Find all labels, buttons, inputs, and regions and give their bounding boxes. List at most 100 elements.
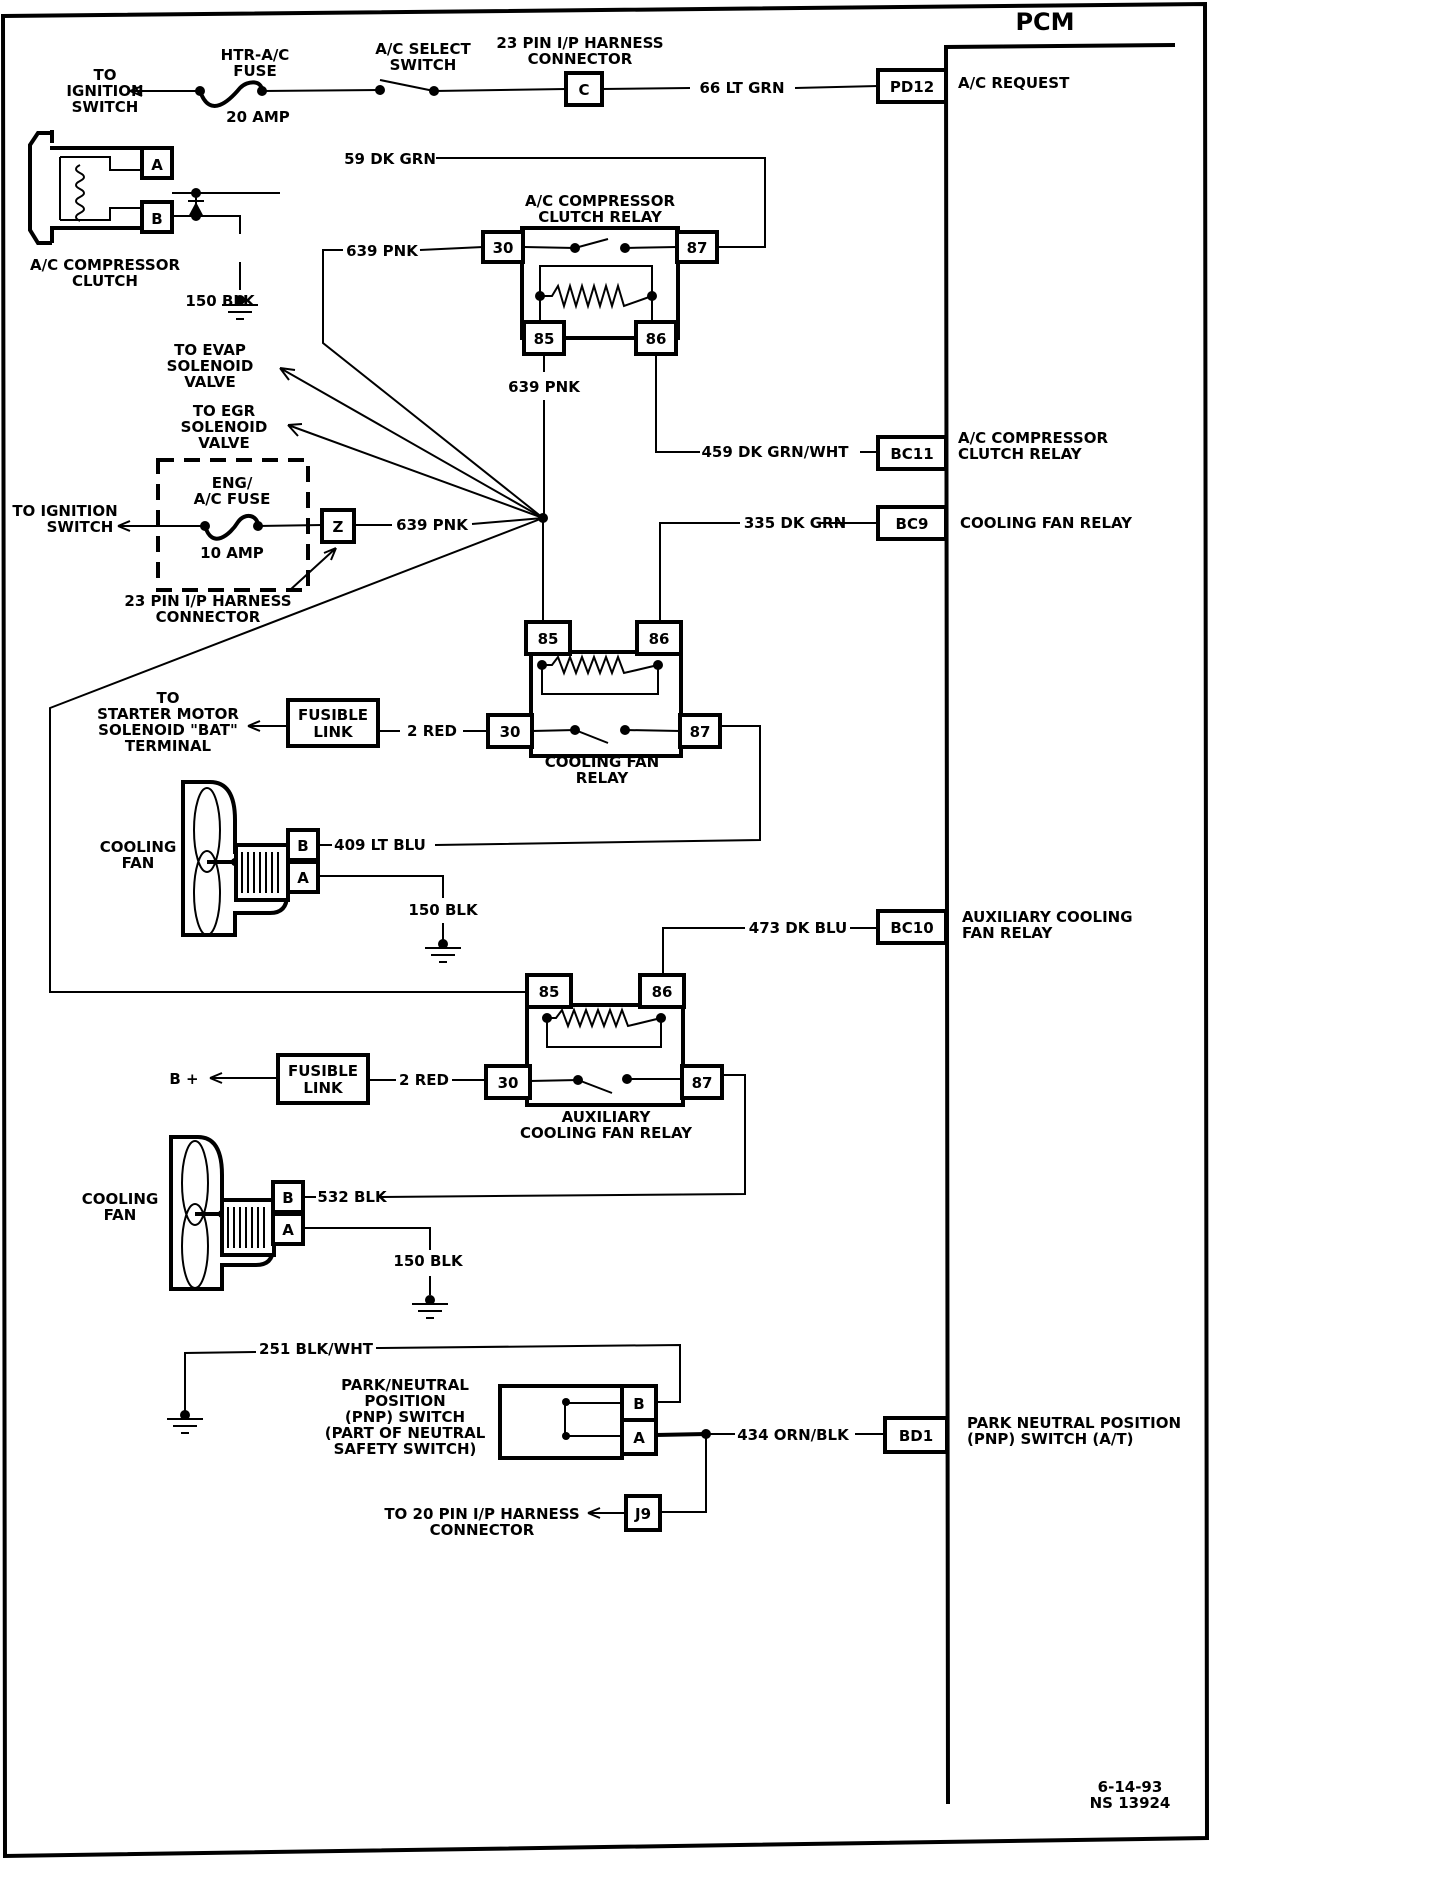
cooling-fan-relay: 335 DK GRN 85 86 30 87 COOLING FAN RELAY…	[97, 514, 878, 846]
wire	[303, 1227, 431, 1250]
label-text: LINK	[313, 723, 354, 741]
label-text: IGNITION	[66, 82, 143, 100]
label-text: SOLENOID	[181, 418, 268, 436]
junction-dot	[656, 1013, 666, 1023]
label-text: TO IGNITION	[12, 502, 117, 520]
junction-dot	[235, 295, 245, 305]
fuse-icon	[195, 80, 267, 108]
terminal-box	[680, 1064, 724, 1100]
pcm-module: PCM PD12 A/C REQUEST BC11 A/C COMPRESSOR…	[876, 8, 1181, 1805]
label-text: B	[151, 210, 162, 228]
label-text: 87	[692, 1074, 713, 1092]
label-text: COOLING	[100, 838, 177, 856]
pcm-pin-label: A/C REQUEST	[958, 74, 1070, 92]
pcm-pin-label: PARK NEUTRAL POSITION	[967, 1414, 1181, 1432]
label-text: 59 DK GRN	[344, 150, 436, 168]
terminal-box	[286, 698, 380, 748]
label-text: 473 DK BLU	[749, 919, 847, 937]
junction-dot	[570, 243, 580, 253]
motor-icon	[234, 843, 290, 902]
label-text: BC10	[890, 919, 933, 937]
terminal-box	[638, 973, 686, 1009]
label-text: AUXILIARY	[562, 1108, 652, 1126]
wire	[50, 146, 145, 230]
arrow-icon	[289, 547, 337, 591]
wire	[433, 88, 567, 92]
label-text: TO EGR	[193, 402, 256, 420]
junction-dot	[622, 1074, 632, 1084]
connector-c	[564, 71, 604, 107]
label-text: TO	[94, 66, 117, 84]
terminal-box	[286, 860, 320, 894]
label-text: 66 LT GRN	[699, 79, 784, 97]
label-text: CONNECTOR	[528, 50, 633, 68]
wire	[227, 1207, 265, 1248]
label-text: 335 DK GRN	[744, 514, 846, 532]
wire	[49, 517, 544, 993]
label-text: 30	[498, 1074, 519, 1092]
terminal-box	[522, 320, 566, 356]
switch-icon	[375, 79, 439, 96]
label-text: COOLING	[82, 1190, 159, 1208]
pcm-pin-bc11: BC11 A/C COMPRESSOR CLUTCH RELAY	[876, 429, 1108, 471]
wire	[241, 852, 279, 893]
label-text: 86	[646, 330, 667, 348]
wire	[794, 85, 879, 89]
label-text: SOLENOID	[167, 357, 254, 375]
label-text: LINK	[303, 1079, 344, 1097]
label-text: 30	[493, 239, 514, 257]
junction-dot	[542, 1013, 552, 1023]
label-text: (PART OF NEUTRAL	[325, 1424, 486, 1442]
pcm-pin-label: AUXILIARY COOLING	[962, 908, 1133, 926]
label-text: STARTER MOTOR	[97, 705, 239, 723]
wire	[601, 87, 691, 90]
wire	[222, 304, 258, 320]
label-text: 639 PNK	[346, 242, 419, 260]
wire	[436, 157, 766, 248]
terminal-box	[876, 909, 948, 945]
label-text: VALVE	[184, 373, 236, 391]
label-text: 2 RED	[407, 722, 457, 740]
junction-dot	[573, 1075, 583, 1085]
cooling-fan-1: COOLING FAN B A 409 LT BLU 150 BLK	[100, 780, 479, 963]
label-text: TERMINAL	[125, 737, 212, 755]
pcm-pin-pd12: PD12 A/C REQUEST	[876, 68, 1070, 104]
label-text: J9	[634, 1505, 651, 1523]
drawing-footer: 6-14-93 NS 13924	[1090, 1778, 1171, 1812]
label-text: VALVE	[198, 434, 250, 452]
label-text: A/C COMPRESSOR	[525, 192, 675, 210]
label-text: ENG/	[212, 474, 253, 492]
label-text: 150 BLK	[185, 292, 256, 310]
label-text: HTR-A/C	[221, 46, 290, 64]
coil-icon	[541, 654, 659, 695]
coil-icon	[75, 164, 85, 222]
label-text: 251 BLK/WHT	[259, 1340, 374, 1358]
label-text: A	[151, 156, 163, 174]
label-text: B	[282, 1189, 293, 1207]
wire	[167, 1418, 203, 1434]
label-text: 87	[687, 239, 708, 257]
terminal-box	[486, 713, 534, 749]
arrow-icon	[587, 1507, 626, 1519]
fuse-icon	[200, 513, 263, 541]
splice-circuit: TO EVAP SOLENOID VALVE TO EGR SOLENOID V…	[12, 341, 548, 993]
terminal-box	[524, 620, 572, 656]
pcm-pin-label: A/C COMPRESSOR	[958, 429, 1108, 447]
label-text: 85	[534, 330, 555, 348]
label-text: COOLING FAN	[545, 753, 659, 771]
label-text: BD1	[899, 1427, 933, 1445]
wire	[419, 246, 484, 251]
label-text: PARK/NEUTRAL	[341, 1376, 469, 1394]
pcm-pin-bc9: BC9 COOLING FAN RELAY	[876, 505, 1133, 541]
label-text: 10 AMP	[200, 544, 264, 562]
label-text: A/C COMPRESSOR	[30, 256, 180, 274]
label-text: 532 BLK	[317, 1188, 388, 1206]
junction-dot	[620, 725, 630, 735]
label-text: PD12	[890, 78, 934, 96]
label-text: B	[633, 1395, 644, 1413]
terminal-box	[883, 1416, 949, 1454]
label-text: BC9	[896, 515, 929, 533]
label-text: COOLING FAN RELAY	[520, 1124, 693, 1142]
page-frame	[0, 1, 1210, 1859]
coil-icon	[546, 1007, 662, 1048]
